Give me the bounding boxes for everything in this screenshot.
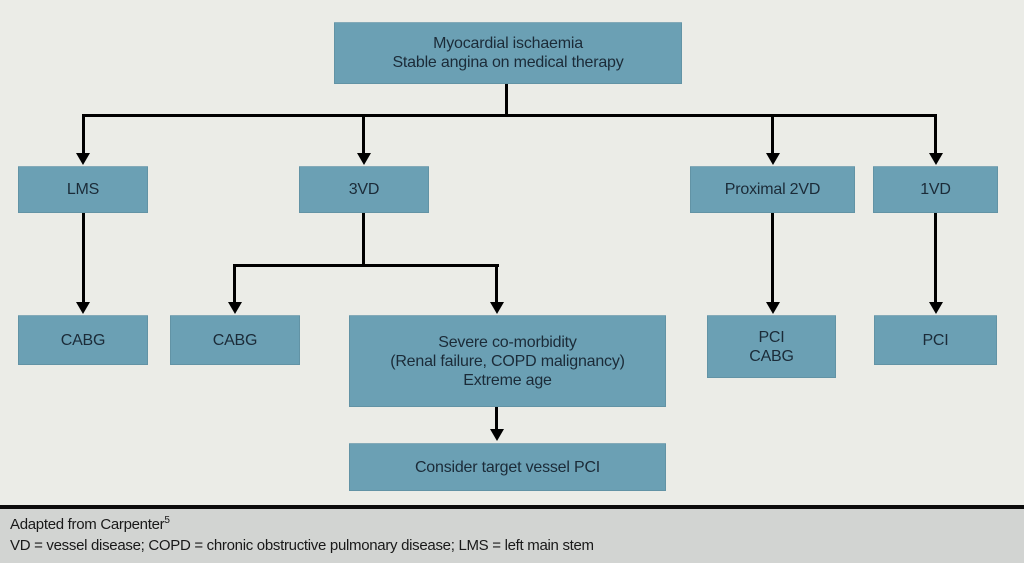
connector-lms-to-cabg-line xyxy=(82,213,85,303)
arrowhead-down-icon xyxy=(490,429,504,441)
connector-root-stem xyxy=(505,84,508,116)
connector-to-lms-line xyxy=(82,114,85,154)
connector-to-1vd-line xyxy=(934,114,937,154)
node-myocardial-ischaemia: Myocardial ischaemia Stable angina on me… xyxy=(334,22,682,84)
footer: Adapted from Carpenter5 VD = vessel dise… xyxy=(0,509,1024,563)
node-pci: PCI xyxy=(874,315,997,365)
footer-attribution-superscript: 5 xyxy=(164,515,170,526)
connector-3vd-stem xyxy=(362,213,365,266)
node-pci-cabg: PCI CABG xyxy=(707,315,836,378)
node-cabg-from-3vd: CABG xyxy=(170,315,300,365)
node-consider-target-vessel-pci: Consider target vessel PCI xyxy=(349,443,666,491)
connector-3vd-split-line xyxy=(233,264,499,267)
arrowhead-down-icon xyxy=(929,302,943,314)
footer-attribution: Adapted from Carpenter5 xyxy=(10,514,1014,535)
connector-root-distributor-line xyxy=(82,114,937,117)
node-1vd: 1VD xyxy=(873,166,998,213)
footer-abbreviations: VD = vessel disease; COPD = chronic obst… xyxy=(10,537,594,554)
connector-severe-to-consider-line xyxy=(495,407,498,431)
connector-1vd-to-pci-line xyxy=(934,213,937,303)
arrowhead-down-icon xyxy=(929,153,943,165)
connector-proximal-2vd-to-pci-cabg-line xyxy=(771,213,774,303)
connector-to-3vd-line xyxy=(362,114,365,154)
arrowhead-down-icon xyxy=(766,153,780,165)
footer-attribution-text: Adapted from Carpenter xyxy=(10,516,165,533)
arrowhead-down-icon xyxy=(490,302,504,314)
node-3vd: 3VD xyxy=(299,166,429,213)
arrowhead-down-icon xyxy=(228,302,242,314)
node-severe-comorbidity: Severe co-morbidity (Renal failure, COPD… xyxy=(349,315,666,407)
connector-3vd-to-severe-line xyxy=(495,264,498,303)
arrowhead-down-icon xyxy=(357,153,371,165)
arrowhead-down-icon xyxy=(766,302,780,314)
connector-3vd-to-cabg-line xyxy=(233,264,236,303)
arrowhead-down-icon xyxy=(76,302,90,314)
node-cabg-from-lms: CABG xyxy=(18,315,148,365)
arrowhead-down-icon xyxy=(76,153,90,165)
footer-separator-line xyxy=(0,505,1024,509)
node-proximal-2vd: Proximal 2VD xyxy=(690,166,855,213)
connector-to-proximal-2vd-line xyxy=(771,114,774,154)
node-lms: LMS xyxy=(18,166,148,213)
